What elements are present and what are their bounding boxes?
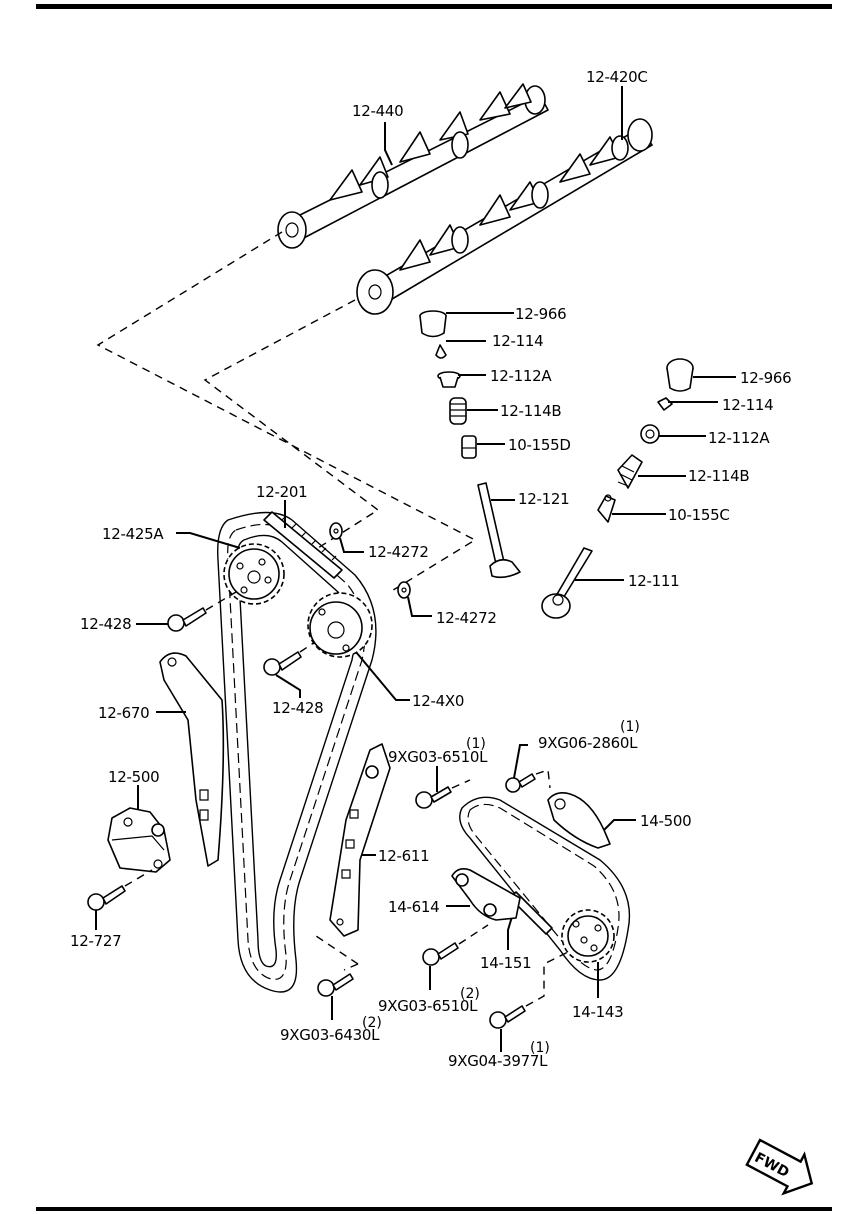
valve-train-exhaust: [597, 358, 694, 523]
label-14-143: 14-143: [572, 1003, 623, 1021]
keeper-12-114-a[interactable]: [435, 344, 447, 359]
label-12-428-a: 12-428: [80, 615, 131, 633]
top-border-rule: [36, 4, 832, 9]
bottom-border-rule: [36, 1207, 832, 1211]
qty-9XG06-2860L: (1): [620, 719, 640, 735]
label-14-614: 14-614: [388, 898, 439, 916]
bolt-9XG06-2860L[interactable]: [505, 773, 536, 793]
bolt-9XG03-6430L[interactable]: [317, 973, 354, 997]
label-12-500: 12-500: [108, 768, 159, 786]
label-12-121: 12-121: [518, 490, 569, 508]
camshaft-12-440[interactable]: [277, 83, 549, 249]
oil-pump-guide-14-500[interactable]: [547, 792, 611, 849]
label-12-112A-a: 12-112A: [490, 367, 552, 385]
spring-12-114B-a[interactable]: [449, 397, 467, 425]
sprocket-12-425A[interactable]: [223, 543, 285, 605]
label-12-4272-a: 12-4272: [368, 543, 429, 561]
label-14-151: 14-151: [480, 954, 531, 972]
label-12-4X0: 12-4X0: [412, 692, 464, 710]
retainer-12-112A-a[interactable]: [437, 371, 461, 388]
label-9XG03-6430L: 9XG03-6430L: [280, 1026, 380, 1044]
label-14-500: 14-500: [640, 812, 691, 830]
qty-9XG03-6430L: (2): [362, 1015, 382, 1031]
label-12-112A-b: 12-112A: [708, 429, 770, 447]
tappet-12-966-b[interactable]: [666, 358, 694, 392]
bolt-12-727[interactable]: [87, 885, 126, 911]
label-12-114B-a: 12-114B: [500, 402, 561, 420]
chain-guide-12-611[interactable]: [329, 743, 391, 937]
spring-12-114B-b[interactable]: [617, 454, 643, 489]
retainer-12-112A-b[interactable]: [640, 424, 660, 444]
bolt-9XG04-3977L[interactable]: [489, 1005, 526, 1029]
qty-9XG03-6510L-2: (2): [460, 986, 480, 1002]
qty-9XG04-3977L: (1): [530, 1040, 550, 1056]
qty-9XG03-6510L-1: (1): [466, 736, 486, 752]
chain-guide-12-670[interactable]: [159, 652, 225, 867]
oil-pump-sprocket-14-143[interactable]: [561, 909, 615, 963]
camshaft-12-420C[interactable]: [356, 118, 653, 315]
bolt-9XG03-6510L-2[interactable]: [422, 942, 459, 966]
label-12-670: 12-670: [98, 704, 149, 722]
label-10-155D: 10-155D: [508, 436, 571, 454]
seal-10-155C[interactable]: [597, 494, 616, 523]
seal-10-155D[interactable]: [461, 435, 477, 459]
label-9XG03-6510L-1: 9XG03-6510L: [388, 748, 488, 766]
washer-12-4272-a[interactable]: [329, 522, 343, 540]
bolt-12-428-b[interactable]: [263, 651, 302, 676]
label-12-428-b: 12-428: [272, 699, 323, 717]
label-12-966-b: 12-966: [740, 369, 791, 387]
valve-12-121[interactable]: [477, 482, 521, 579]
label-12-114-b: 12-114: [722, 396, 773, 414]
label-12-111: 12-111: [628, 572, 679, 590]
vvt-sprocket-12-4X0[interactable]: [307, 592, 373, 658]
label-12-425A: 12-425A: [102, 525, 164, 543]
label-12-966-a: 12-966: [515, 305, 566, 323]
label-9XG06-2860L: 9XG06-2860L: [538, 734, 638, 752]
bolt-9XG03-6510L-1[interactable]: [415, 786, 452, 809]
label-12-201: 12-201: [256, 483, 307, 501]
valve-12-111[interactable]: [541, 547, 593, 619]
label-12-420C: 12-420C: [586, 68, 648, 86]
oil-pump-chain-14-151[interactable]: [459, 796, 631, 981]
forward-direction-arrow-icon: FWD: [745, 1138, 814, 1196]
label-12-727: 12-727: [70, 932, 121, 950]
tensioner-12-500[interactable]: [107, 807, 171, 873]
label-9XG03-6510L-2: 9XG03-6510L: [378, 997, 478, 1015]
bolt-12-428-a[interactable]: [167, 607, 207, 632]
label-12-4272-b: 12-4272: [436, 609, 497, 627]
label-9XG04-3977L: 9XG04-3977L: [448, 1052, 548, 1070]
tappet-12-966-a[interactable]: [419, 310, 447, 338]
label-12-114-a: 12-114: [492, 332, 543, 350]
valve-train-intake: [419, 310, 477, 459]
label-10-155C: 10-155C: [668, 506, 730, 524]
label-12-114B-b: 12-114B: [688, 467, 749, 485]
tensioner-arm-14-614[interactable]: [451, 868, 521, 921]
washer-12-4272-b[interactable]: [397, 581, 411, 599]
label-12-611: 12-611: [378, 847, 429, 865]
keeper-12-114-b[interactable]: [657, 397, 673, 411]
timing-chain-12-201[interactable]: [217, 511, 377, 993]
label-12-440: 12-440: [352, 102, 403, 120]
